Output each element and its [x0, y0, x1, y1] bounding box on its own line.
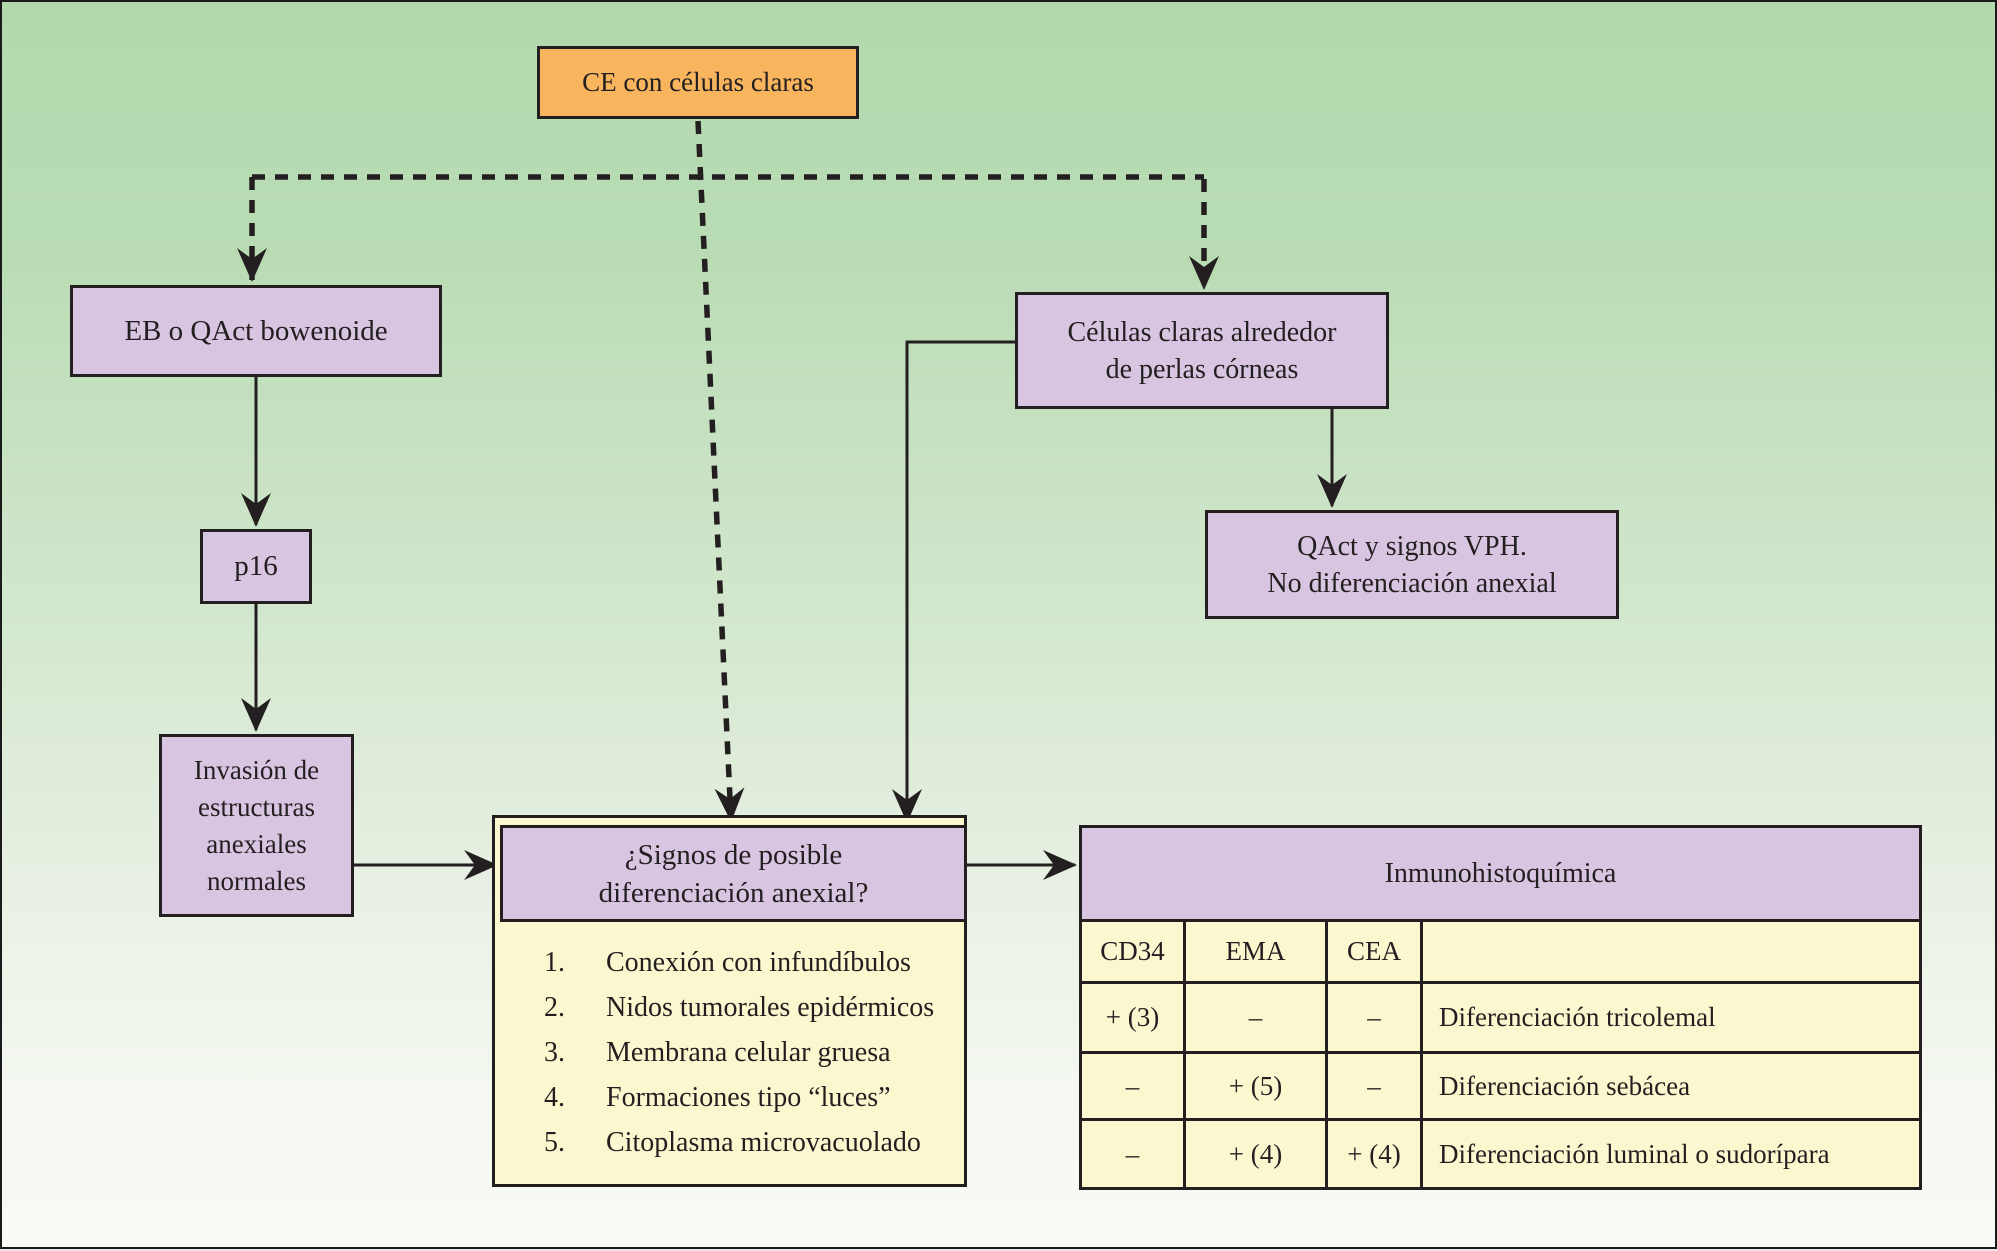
- criteria-item: 5. Citoplasma microvacuolado: [544, 1120, 967, 1165]
- node-label: CE con células claras: [582, 67, 814, 97]
- connector-dashed-root-to-question: [695, 120, 745, 822]
- node-p16: p16: [200, 529, 312, 604]
- node-invasion-estructuras: Invasión de estructuras anexiales normal…: [159, 734, 354, 917]
- table-cell: + (4): [1186, 1121, 1328, 1187]
- table-cell: + (5): [1186, 1054, 1328, 1121]
- node-ce-celulas-claras: CE con células claras: [537, 46, 859, 119]
- table-cell: –: [1186, 984, 1328, 1054]
- criteria-item-number: 2.: [544, 991, 565, 1023]
- criteria-item-number: 4.: [544, 1081, 565, 1113]
- table-cell: + (4): [1328, 1121, 1423, 1187]
- node-qact-vph: QAct y signos VPH. No diferenciación ane…: [1205, 510, 1619, 619]
- node-signos-diferenciacion: ¿Signos de posible diferenciación anexia…: [500, 825, 967, 922]
- table-cell: –: [1328, 1054, 1423, 1121]
- table-cell: –: [1082, 1054, 1186, 1121]
- table-cell: Diferenciación tricolemal: [1423, 984, 1919, 1054]
- table-cell: + (3): [1082, 984, 1186, 1054]
- criteria-item-text: Nidos tumorales epidérmicos: [606, 991, 935, 1023]
- table-title: Inmunohistoquímica: [1082, 828, 1919, 922]
- immunohistochemistry-table: Inmunohistoquímica CD34 EMA CEA + (3) – …: [1079, 825, 1922, 1190]
- node-label: Invasión de estructuras anexiales normal…: [193, 754, 320, 896]
- column-header-diagnosis: [1423, 922, 1919, 984]
- criteria-list: 1. Conexión con infundíbulos 2. Nidos tu…: [492, 922, 967, 1187]
- node-label-line1: ¿Signos de posible: [624, 838, 843, 871]
- column-header-cd34: CD34: [1082, 922, 1186, 984]
- criteria-item-text: Membrana celular gruesa: [606, 1036, 891, 1068]
- node-label-line1: Células claras alrededor: [1067, 316, 1337, 348]
- node-label: EB o QAct bowenoide: [124, 314, 388, 347]
- criteria-item-text: Citoplasma microvacuolado: [606, 1126, 921, 1158]
- criteria-item-number: 3.: [544, 1036, 565, 1068]
- criteria-item-number: 5.: [544, 1126, 565, 1158]
- node-label: p16: [234, 550, 278, 582]
- criteria-item: 2. Nidos tumorales epidérmicos: [544, 985, 967, 1030]
- node-label-line2: diferenciación anexial?: [598, 876, 869, 909]
- node-label-line2: No diferenciación anexial: [1267, 567, 1557, 599]
- table-cell: –: [1082, 1121, 1186, 1187]
- table-cell: Diferenciación luminal o sudorípara: [1439, 1138, 1830, 1169]
- criteria-item: 4. Formaciones tipo “luces”: [544, 1075, 967, 1120]
- column-header-ema: EMA: [1186, 922, 1328, 984]
- criteria-item-number: 1.: [544, 946, 565, 978]
- node-eb-qact-bowenoide: EB o QAct bowenoide: [70, 285, 442, 377]
- connector-celulas-to-question: [892, 340, 1015, 823]
- node-celulas-claras-perlas: Células claras alrededor de perlas córne…: [1015, 292, 1389, 409]
- node-label-line1: QAct y signos VPH.: [1297, 530, 1527, 562]
- criteria-item: 3. Membrana celular gruesa: [544, 1030, 967, 1075]
- criteria-item-text: Formaciones tipo “luces”: [606, 1081, 891, 1113]
- criteria-item: 1. Conexión con infundíbulos: [544, 940, 967, 985]
- table-cell: –: [1328, 984, 1423, 1054]
- table-grid: CD34 EMA CEA + (3) – – Diferenciación tr…: [1082, 922, 1919, 1187]
- node-label-line2: de perlas córneas: [1105, 353, 1299, 385]
- table-cell: Diferenciación sebácea: [1423, 1054, 1919, 1121]
- criteria-item-text: Conexión con infundíbulos: [606, 946, 911, 978]
- column-header-cea: CEA: [1328, 922, 1423, 984]
